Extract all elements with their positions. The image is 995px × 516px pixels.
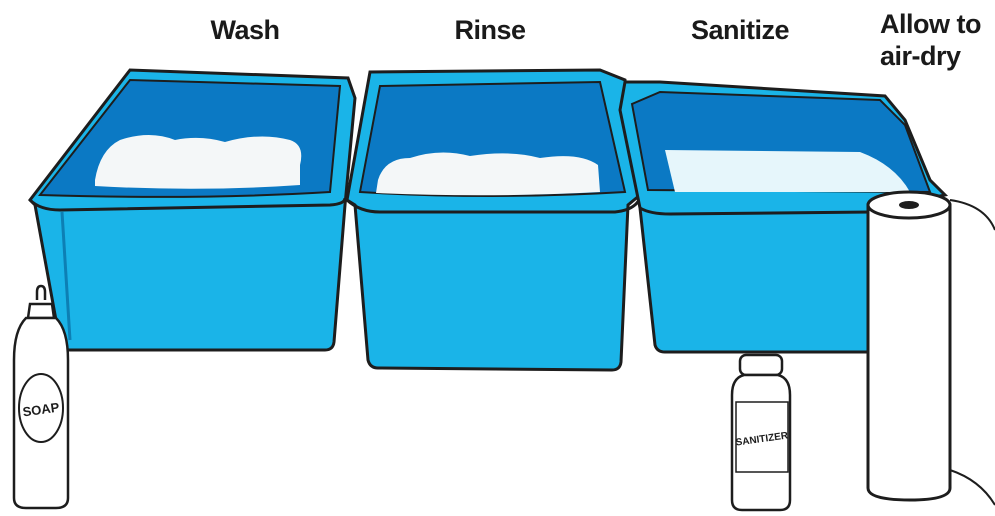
rinse-bin [347,70,640,370]
wash-bin [30,70,355,350]
paper-towel-roll [868,192,995,505]
rinse-water [376,152,600,195]
wash-water [95,135,301,189]
sanitizer-bottle: SANITIZER [732,355,790,510]
